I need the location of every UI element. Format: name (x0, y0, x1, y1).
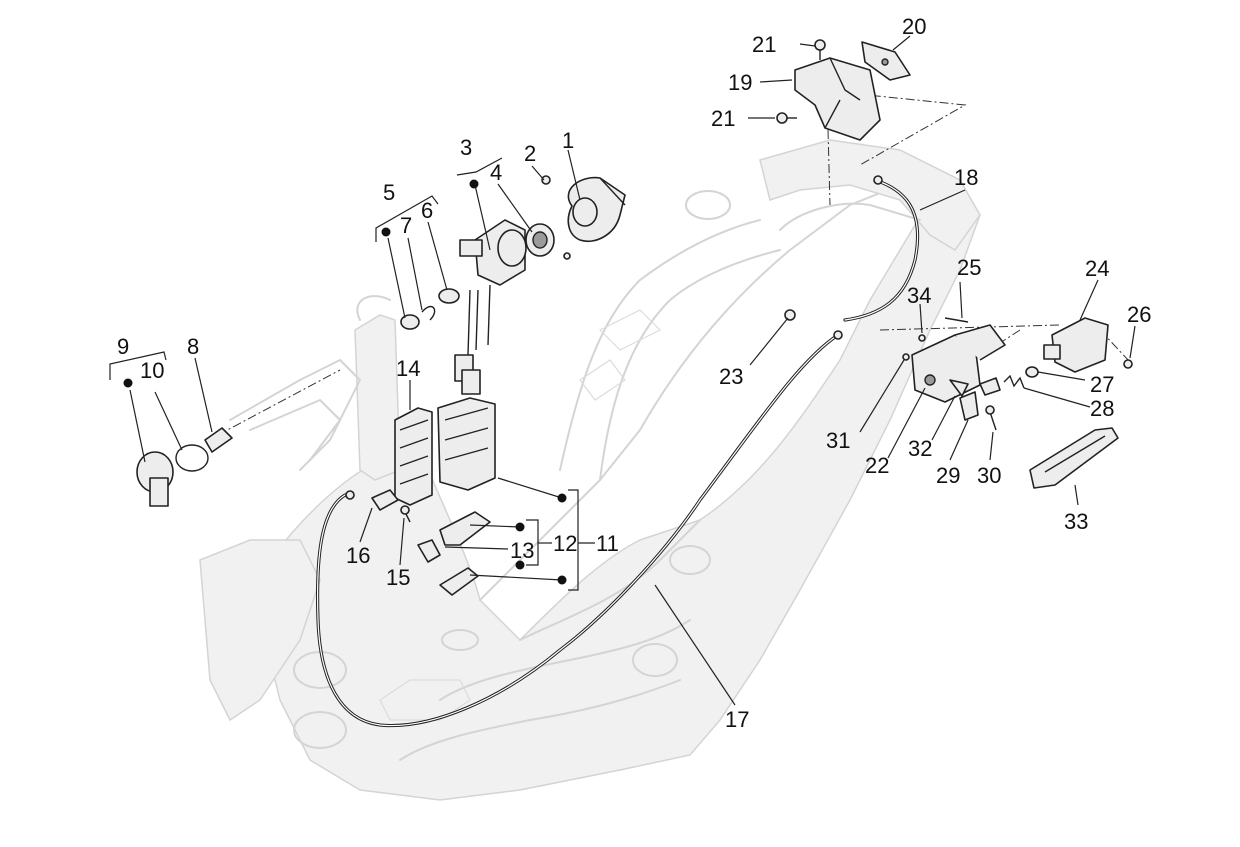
callout-15: 15 (386, 565, 410, 590)
callout-27: 27 (1090, 372, 1114, 397)
callout-18: 18 (954, 165, 978, 190)
part-10-o-ring (175, 444, 209, 472)
callout-34: 34 (907, 283, 931, 308)
callout-21a: 21 (752, 32, 776, 57)
callout-25: 25 (957, 255, 981, 280)
part-23-grommet (784, 309, 796, 321)
included-markers (123, 179, 567, 585)
part-28-spring (1003, 374, 1025, 389)
part-3-ignition-switch (454, 219, 527, 395)
part-33-release-handle (1029, 427, 1119, 489)
part-6-ring (438, 288, 460, 304)
part-26-screw (1123, 359, 1133, 369)
part-13-key-fob (417, 511, 491, 596)
part-29-cam (959, 391, 979, 421)
callout-14: 14 (396, 356, 420, 381)
part-19-hook-bracket (794, 57, 881, 141)
part-9-socket (136, 451, 174, 507)
callout-32: 32 (908, 436, 932, 461)
callout-30: 30 (977, 463, 1001, 488)
callout-11: 11 (596, 531, 619, 556)
callout-24: 24 (1085, 256, 1109, 281)
part-18-seat-cable (843, 175, 920, 322)
part-14-control-unit (394, 397, 496, 506)
part-31-screw (902, 353, 910, 361)
callout-4: 4 (490, 160, 502, 185)
callout-19: 19 (728, 70, 752, 95)
part-17-main-cable (315, 330, 843, 728)
callout-1: 1 (562, 128, 574, 153)
part-34-screw (918, 334, 926, 342)
assembly-lines (217, 91, 1131, 436)
callout-33: 33 (1064, 509, 1088, 534)
leader-lines (109, 35, 1136, 706)
callout-labels: 1 2 3 4 5 6 7 8 9 10 11 12 13 14 15 16 1… (117, 14, 1151, 732)
callout-22: 22 (865, 453, 889, 478)
part-2-screw (541, 175, 551, 185)
part-1-ignition-cover (567, 176, 626, 242)
callout-5: 5 (383, 180, 395, 205)
callout-20: 20 (902, 14, 926, 39)
part-27-cap (1025, 366, 1039, 378)
part-21-screws (776, 39, 826, 124)
callout-26: 26 (1127, 302, 1151, 327)
part-32-lever (949, 377, 1001, 397)
callout-9: 9 (117, 334, 129, 359)
callout-8: 8 (187, 334, 199, 359)
callout-23: 23 (719, 364, 743, 389)
part-20-latch-plate (861, 41, 911, 81)
part-8-seal (204, 427, 233, 453)
callout-28: 28 (1090, 396, 1114, 421)
part-7-clip (400, 305, 436, 330)
part-30-bolt (985, 405, 997, 431)
part-4-lock-barrel (525, 223, 571, 260)
callout-16: 16 (346, 543, 370, 568)
callout-17: 17 (725, 707, 749, 732)
callout-7: 7 (400, 213, 412, 238)
part-25-pin (944, 317, 969, 323)
callout-3: 3 (460, 135, 472, 160)
part-24-actuator (1043, 317, 1109, 373)
callout-10: 10 (140, 358, 164, 383)
callout-13: 13 (510, 538, 534, 563)
callout-29: 29 (936, 463, 960, 488)
part-15-screw (400, 505, 411, 523)
callout-12: 12 (553, 531, 577, 556)
callout-21b: 21 (711, 106, 735, 131)
callout-6: 6 (421, 198, 433, 223)
callout-2: 2 (524, 141, 536, 166)
callout-31: 31 (826, 428, 850, 453)
part-16-clamp (371, 489, 399, 511)
